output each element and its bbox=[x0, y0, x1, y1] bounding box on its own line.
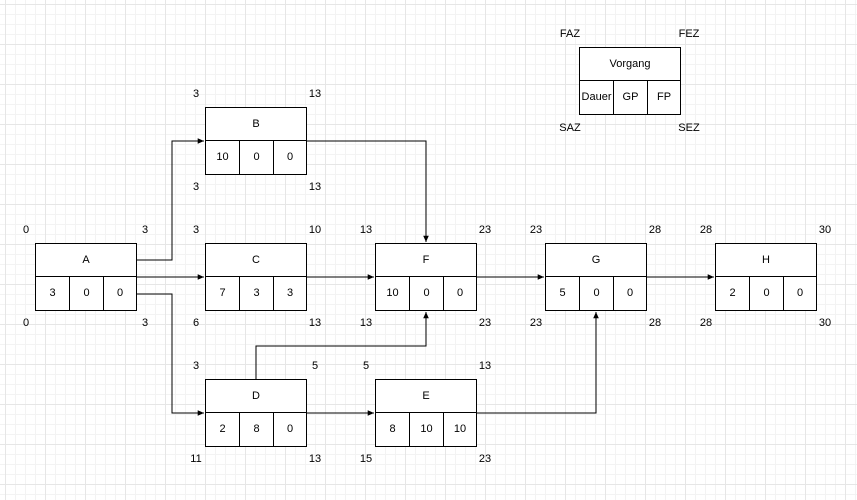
faz-label: 5 bbox=[362, 360, 370, 372]
fp-cell: 0 bbox=[626, 287, 634, 299]
saz-label: 3 bbox=[192, 181, 200, 193]
faz-label: 3 bbox=[192, 88, 200, 100]
fez-label: 10 bbox=[308, 224, 322, 236]
faz-label: 0 bbox=[22, 224, 30, 236]
fez-label: 30 bbox=[818, 224, 832, 236]
edge-d-f bbox=[255, 312, 429, 379]
sez-label: 23 bbox=[478, 453, 492, 465]
faz-label: 23 bbox=[529, 224, 543, 236]
activity-box-c[interactable]: C 7 3 3 bbox=[205, 243, 307, 311]
gp-cell: 0 bbox=[410, 277, 444, 310]
dauer-cell: 7 bbox=[206, 277, 240, 310]
saz-label: 15 bbox=[359, 453, 373, 465]
activity-name: E bbox=[376, 380, 476, 413]
faz-label: 3 bbox=[192, 224, 200, 236]
sez-label: 28 bbox=[648, 317, 662, 329]
saz-label: 28 bbox=[699, 317, 713, 329]
faz-label: 28 bbox=[699, 224, 713, 236]
edge-e-g bbox=[477, 312, 599, 414]
saz-label: 6 bbox=[192, 317, 200, 329]
fez-label: 13 bbox=[478, 360, 492, 372]
fp-cell: 0 bbox=[116, 287, 124, 299]
edge-a-d bbox=[137, 293, 204, 416]
activity-name: C bbox=[206, 244, 306, 277]
legend-fez-label: FEZ bbox=[678, 28, 700, 40]
activity-name: A bbox=[36, 244, 136, 277]
gp-cell: 3 bbox=[240, 277, 274, 310]
dauer-cell: 10 bbox=[206, 141, 240, 174]
edge-b-f bbox=[307, 140, 429, 242]
saz-label: 11 bbox=[190, 453, 202, 465]
fp-cell: 10 bbox=[453, 423, 467, 435]
legend-title: Vorgang bbox=[580, 48, 680, 81]
legend-box: Vorgang Dauer GP FP bbox=[579, 47, 681, 115]
sez-label: 23 bbox=[478, 317, 492, 329]
saz-label: 0 bbox=[22, 317, 30, 329]
sez-label: 13 bbox=[308, 181, 322, 193]
sez-label: 3 bbox=[141, 317, 149, 329]
legend-fp-cell: FP bbox=[656, 91, 672, 103]
activity-box-b[interactable]: B 10 0 0 bbox=[205, 107, 307, 175]
activity-box-a[interactable]: A 3 0 0 bbox=[35, 243, 137, 311]
fp-cell: 0 bbox=[286, 423, 294, 435]
gp-cell: 0 bbox=[70, 277, 104, 310]
dauer-cell: 8 bbox=[376, 413, 410, 446]
legend-dauer-cell: Dauer bbox=[580, 81, 614, 114]
fp-cell: 0 bbox=[286, 151, 294, 163]
activity-box-h[interactable]: H 2 0 0 bbox=[715, 243, 817, 311]
activity-box-f[interactable]: F 10 0 0 bbox=[375, 243, 477, 311]
gp-cell: 10 bbox=[410, 413, 444, 446]
dauer-cell: 2 bbox=[716, 277, 750, 310]
legend-faz-label: FAZ bbox=[559, 28, 581, 40]
edge-a-b bbox=[137, 138, 204, 261]
faz-label: 13 bbox=[359, 224, 373, 236]
saz-label: 13 bbox=[359, 317, 373, 329]
activity-box-g[interactable]: G 5 0 0 bbox=[545, 243, 647, 311]
dauer-cell: 2 bbox=[206, 413, 240, 446]
gp-cell: 8 bbox=[240, 413, 274, 446]
gp-cell: 0 bbox=[240, 141, 274, 174]
fp-cell: 3 bbox=[286, 287, 294, 299]
activity-box-e[interactable]: E 8 10 10 bbox=[375, 379, 477, 447]
dauer-cell: 5 bbox=[546, 277, 580, 310]
activity-name: G bbox=[546, 244, 646, 277]
fp-cell: 0 bbox=[796, 287, 804, 299]
fez-label: 28 bbox=[648, 224, 662, 236]
legend-gp-cell: GP bbox=[614, 81, 648, 114]
dauer-cell: 10 bbox=[376, 277, 410, 310]
fez-label: 13 bbox=[308, 88, 322, 100]
legend-sez-label: SEZ bbox=[678, 122, 700, 134]
saz-label: 23 bbox=[529, 317, 543, 329]
sez-label: 13 bbox=[308, 317, 322, 329]
fp-cell: 0 bbox=[456, 287, 464, 299]
activity-name: H bbox=[716, 244, 816, 277]
faz-label: 3 bbox=[192, 360, 200, 372]
fez-label: 3 bbox=[141, 224, 149, 236]
dauer-cell: 3 bbox=[36, 277, 70, 310]
legend-saz-label: SAZ bbox=[559, 122, 581, 134]
activity-name: B bbox=[206, 108, 306, 141]
sez-label: 30 bbox=[818, 317, 832, 329]
activity-name: F bbox=[376, 244, 476, 277]
fez-label: 23 bbox=[478, 224, 492, 236]
activity-name: D bbox=[206, 380, 306, 413]
activity-box-d[interactable]: D 2 8 0 bbox=[205, 379, 307, 447]
gp-cell: 0 bbox=[580, 277, 614, 310]
gp-cell: 0 bbox=[750, 277, 784, 310]
fez-label: 5 bbox=[311, 360, 319, 372]
sez-label: 13 bbox=[308, 453, 322, 465]
